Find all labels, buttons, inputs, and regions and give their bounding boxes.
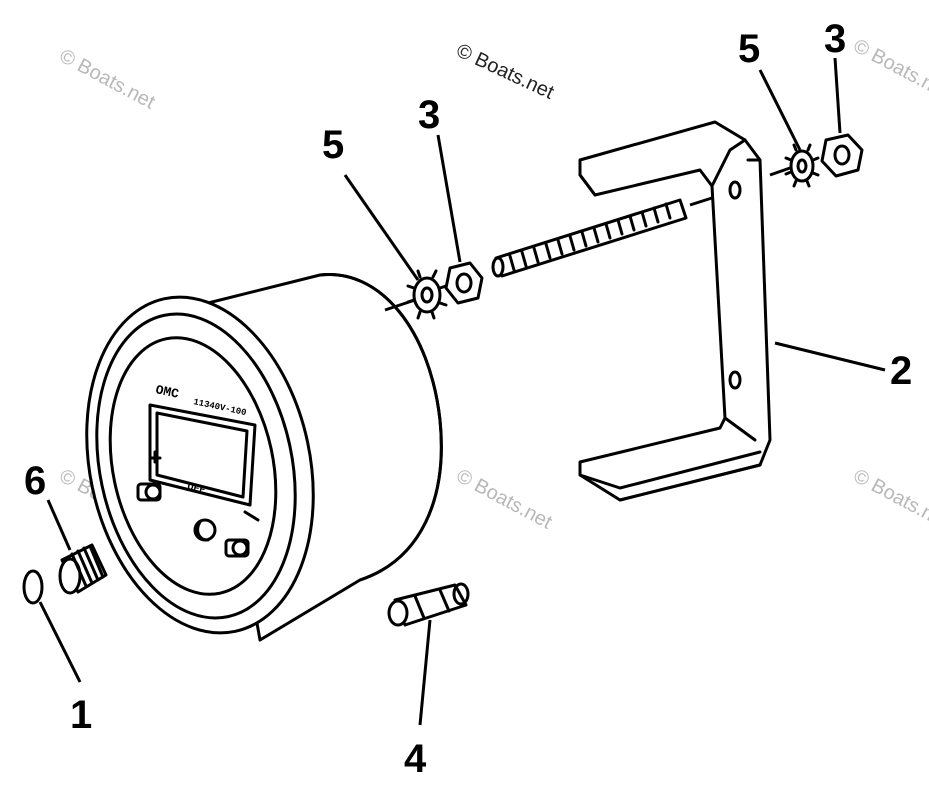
callout-1: 1 [70, 693, 92, 737]
callout-4: 4 [404, 737, 427, 781]
assembly-line [769, 166, 791, 177]
leader-line [436, 134, 462, 263]
o-ring [22, 569, 44, 605]
lock-washer [406, 269, 448, 320]
leader-line [833, 57, 842, 134]
callout-5-left: 5 [322, 123, 344, 167]
terminal-stud [136, 482, 162, 502]
mounting-bracket [578, 120, 772, 502]
leader-line [774, 341, 886, 372]
leader-line [418, 619, 432, 726]
gauge-brand-label: OMC [154, 382, 180, 402]
callout-3-right: 3 [824, 17, 846, 61]
callout-2: 2 [890, 349, 912, 393]
leader-line [758, 69, 802, 151]
terminal-stud [224, 538, 250, 558]
knob [58, 543, 108, 595]
leader-line [343, 174, 420, 281]
gauge-housing [85, 272, 443, 642]
lock-washer [784, 143, 820, 188]
watermark: © Boats.net [56, 45, 159, 114]
hex-nut [820, 133, 864, 178]
callout-6: 6 [24, 459, 46, 503]
watermark: © Boats.net [850, 35, 929, 104]
leader-line [46, 499, 72, 551]
watermark: © Boats.net [850, 465, 929, 534]
threaded-stud [491, 198, 688, 278]
gauge-off-label: OFF [186, 482, 206, 497]
leader-line [38, 601, 82, 683]
hex-nut [444, 261, 484, 305]
callout-5-right: 5 [738, 27, 760, 71]
callout-3-left: 3 [418, 93, 440, 137]
watermark: © Boats.net [453, 40, 558, 104]
fuse [387, 582, 470, 627]
assembly-line [689, 195, 716, 207]
watermark: © Boats.net [453, 465, 556, 534]
